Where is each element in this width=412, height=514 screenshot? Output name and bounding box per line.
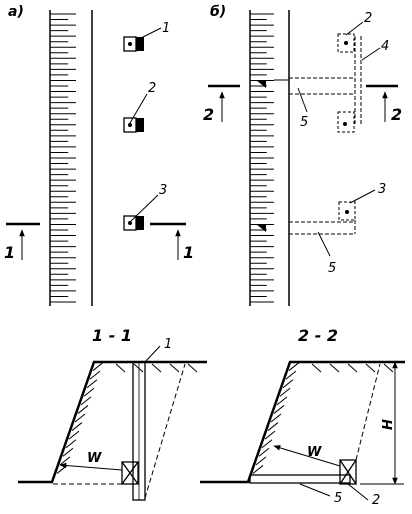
soil-hatch — [77, 405, 89, 414]
marker-5a: 5 — [300, 115, 308, 130]
soil-hatch — [264, 430, 276, 440]
section-cut-2-right — [366, 84, 398, 122]
cut-2-left-number: 2 — [203, 105, 214, 124]
soil-hatch — [279, 387, 291, 397]
section-cut-1-right — [150, 222, 186, 260]
marker-5b: 5 — [328, 261, 336, 276]
marker-3b: 3 — [378, 182, 386, 197]
w-arrow-1 — [59, 462, 123, 471]
soil-hatch — [270, 413, 282, 423]
soil-hatch — [80, 396, 92, 406]
soil-hatch — [255, 456, 267, 466]
height-label: H — [381, 419, 396, 430]
soil-hatch — [276, 396, 288, 406]
soil-hatch — [62, 447, 74, 457]
soil-hatch — [169, 363, 180, 373]
soil-hatch — [83, 387, 95, 397]
section-1-1-title: 1 - 1 — [92, 326, 132, 345]
marker-3: 3 — [159, 183, 167, 198]
soil-hatch — [187, 363, 198, 373]
soil-hatch — [133, 363, 144, 373]
drain-pipe-5-lower — [289, 220, 356, 235]
drain-well-2-bottom — [337, 111, 355, 133]
soil-hatch — [74, 413, 86, 423]
soil-hatch — [86, 379, 98, 389]
outlet-upper — [256, 80, 308, 113]
outlet-lower — [256, 224, 331, 257]
marker-2b: 2 — [364, 11, 372, 26]
cut-1-left-number: 1 — [4, 243, 15, 262]
soil-hatch — [311, 363, 322, 373]
w-label-1: W — [87, 451, 102, 466]
ground-profile-1 — [18, 360, 207, 484]
horizontal-drain-5 — [249, 474, 351, 497]
drain-well-1 — [123, 27, 162, 52]
soil-hatch — [115, 363, 126, 373]
marker-4: 4 — [381, 39, 389, 54]
drain-well-3-b — [338, 189, 376, 221]
panel-b-label: б) — [210, 4, 226, 20]
panel-a-label: а) — [8, 4, 24, 20]
influence-lines-1 — [52, 363, 186, 499]
cut-1-right-number: 1 — [183, 243, 194, 262]
drain-label-2: 2 — [372, 493, 380, 508]
marker-1: 1 — [162, 21, 170, 36]
vertical-drain-1 — [132, 345, 161, 501]
filter-box-2 — [339, 459, 369, 501]
soil-hatch — [89, 370, 101, 380]
soil-hatch — [258, 447, 270, 457]
soil-hatch — [365, 363, 376, 373]
section-cut-1-left — [6, 222, 40, 260]
soil-hatch — [273, 405, 285, 414]
height-dimension — [360, 361, 404, 485]
soil-hatch — [267, 422, 279, 431]
w-label-2: W — [307, 445, 322, 460]
soil-hatch — [151, 363, 162, 373]
slope-wall-b — [249, 10, 290, 306]
influence-line-2 — [355, 363, 381, 461]
soil-hatch — [92, 362, 104, 371]
soil-hatch — [329, 363, 340, 373]
soil-hatch — [65, 439, 77, 449]
soil-hatch — [71, 422, 83, 431]
drain-pipe-5-upper — [274, 77, 355, 95]
drain-well-3 — [123, 194, 159, 231]
collector-pipe-4 — [354, 36, 381, 126]
ground-profile-2 — [200, 360, 405, 484]
section-cut-2-left — [208, 84, 240, 122]
soil-hatch — [68, 430, 80, 440]
drain-well-2 — [123, 93, 148, 133]
soil-hatch — [285, 370, 297, 380]
soil-hatch — [282, 379, 294, 389]
soil-hatch — [261, 439, 273, 449]
soil-hatch — [347, 363, 358, 373]
soil-hatch — [288, 362, 300, 371]
soil-hatch — [383, 363, 394, 373]
filter-box-1 — [121, 461, 139, 485]
cut-2-right-number: 2 — [391, 105, 402, 124]
section-anchor-1: 1 — [164, 337, 172, 352]
marker-2: 2 — [148, 81, 156, 96]
section-2-2-title: 2 - 2 — [298, 326, 338, 345]
drain-well-2-top — [337, 21, 364, 53]
w-arrow-2 — [273, 445, 341, 467]
slope-wall-a — [49, 10, 93, 306]
pipe-label-5: 5 — [334, 491, 342, 506]
soil-hatch — [252, 465, 264, 474]
